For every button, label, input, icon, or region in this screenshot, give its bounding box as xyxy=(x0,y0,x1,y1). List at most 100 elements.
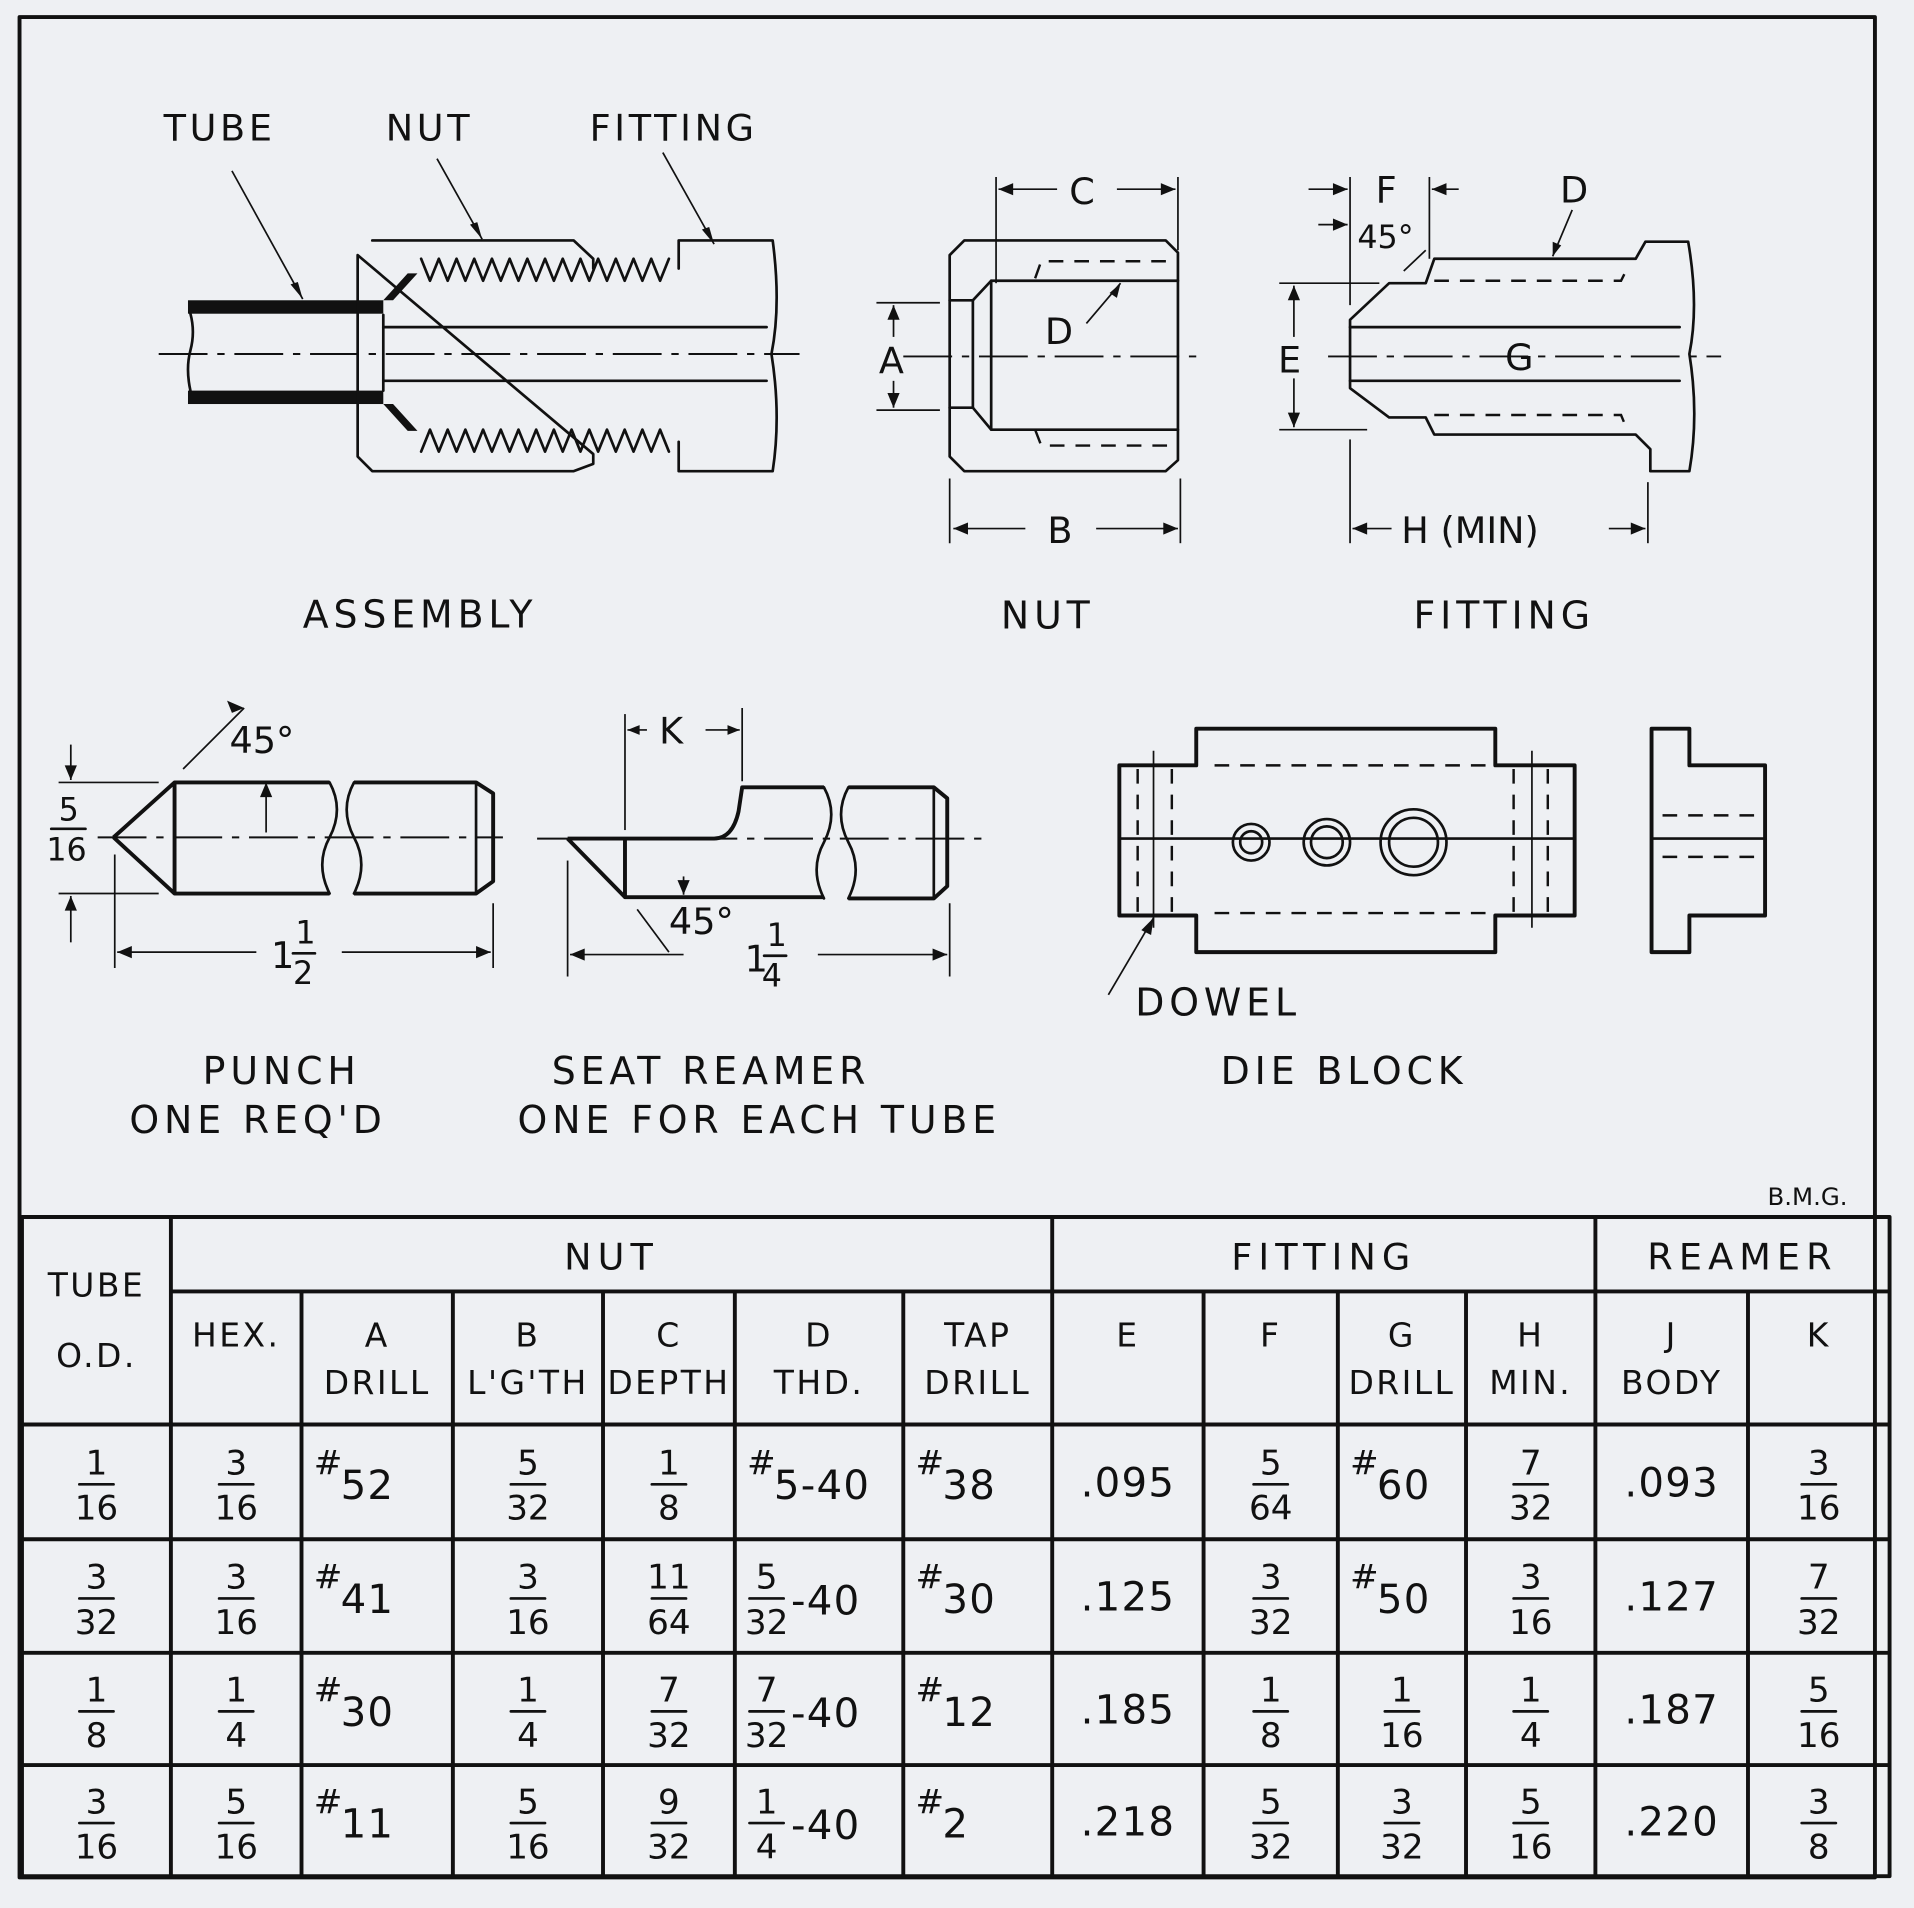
table-cell-denominator: 32 xyxy=(1380,1827,1423,1867)
nut-dim-c: C xyxy=(1069,170,1095,213)
table-cell-value: 60 xyxy=(1377,1463,1431,1509)
table-cell-denominator: 4 xyxy=(225,1716,247,1756)
table-cell-numerator: 7 xyxy=(658,1671,680,1711)
die-hole-medium xyxy=(1302,817,1352,867)
reamer-title: SEAT REAMER xyxy=(552,1049,871,1093)
table-cell-denominator: 32 xyxy=(745,1603,788,1643)
table-cell-value: 2 xyxy=(942,1802,969,1848)
table-cell-numerator: 1 xyxy=(1260,1671,1282,1711)
table-cell-numerator: 3 xyxy=(86,1558,108,1598)
die-block-callout-dowel: DOWEL xyxy=(1135,981,1301,1025)
table-cell-number-sign: # xyxy=(314,1782,343,1822)
table-cell-value: .218 xyxy=(1081,1799,1176,1845)
tube-wall-top xyxy=(187,300,384,314)
table-cell-denominator: 16 xyxy=(1797,1716,1840,1756)
fitting-title: FITTING xyxy=(1414,594,1595,638)
punch-len-den: 2 xyxy=(293,956,313,992)
table-col-header-8: F xyxy=(1260,1315,1281,1354)
table-cell-numerator: 1 xyxy=(756,1782,778,1822)
fitting-dim-f: F xyxy=(1376,169,1397,212)
table-cell-numerator: 1 xyxy=(1520,1671,1542,1711)
table-cell-value: .093 xyxy=(1624,1461,1719,1507)
fitting-dim-d: D xyxy=(1560,169,1588,212)
table-cell-denominator: 32 xyxy=(647,1716,690,1756)
table-cell-denominator: 4 xyxy=(1520,1716,1542,1756)
table-cell-thread-suffix: -40 xyxy=(791,1691,860,1737)
table-cell-denominator: 32 xyxy=(1509,1489,1552,1529)
callout-tube: TUBE xyxy=(163,106,276,149)
table-cell-denominator: 8 xyxy=(1260,1716,1282,1756)
table-cell-number-sign: # xyxy=(314,1558,343,1598)
table-cell-denominator: 16 xyxy=(75,1489,118,1529)
table-cell-numerator: 1 xyxy=(1391,1671,1413,1711)
table-group-nut: NUT xyxy=(564,1235,659,1278)
table-cell-numerator: 5 xyxy=(756,1558,778,1598)
table-cell-value: .095 xyxy=(1081,1461,1176,1507)
leader-tube xyxy=(231,170,304,300)
table-cell-numerator: 3 xyxy=(86,1782,108,1822)
table-cell-number-sign: # xyxy=(1350,1444,1379,1484)
fitting-view: G E F 45° D H (MIN) FITTING xyxy=(1278,169,1722,638)
die-block-title: DIE BLOCK xyxy=(1221,1049,1468,1093)
punch-dia-num: 5 xyxy=(59,792,79,828)
table-col-subheader-3: L'G'TH xyxy=(467,1363,589,1402)
table-cell-value: 41 xyxy=(341,1577,395,1623)
table-cell-denominator: 4 xyxy=(756,1827,778,1867)
reamer-dim-k: K xyxy=(659,709,684,752)
draftsman-initials: B.M.G. xyxy=(1768,1182,1848,1211)
table-cell-numerator: 5 xyxy=(517,1444,539,1484)
table-cell-numerator: 5 xyxy=(1808,1671,1830,1711)
table-header-tube: TUBE xyxy=(47,1265,145,1304)
table-cell-numerator: 7 xyxy=(1520,1444,1542,1484)
table-cell-denominator: 16 xyxy=(1509,1603,1552,1643)
table-cell-denominator: 32 xyxy=(75,1603,118,1643)
table-cell-numerator: 5 xyxy=(1260,1782,1282,1822)
table-cell-denominator: 8 xyxy=(1808,1827,1830,1867)
table-col-subheader-4: DEPTH xyxy=(607,1363,730,1402)
reamer-len-whole: 1 xyxy=(745,938,768,981)
table-col-subheader-5: THD. xyxy=(773,1363,865,1402)
punch-len-num: 1 xyxy=(295,916,315,952)
table-col-subheader-6: DRILL xyxy=(924,1363,1031,1402)
callout-fitting: FITTING xyxy=(590,106,758,149)
table-cell-numerator: 1 xyxy=(86,1671,108,1711)
nut-dim-a: A xyxy=(879,340,904,383)
table-col-subheader-2: DRILL xyxy=(324,1363,431,1402)
table-cell-value: 5-40 xyxy=(774,1463,870,1509)
table-cell-denominator: 16 xyxy=(75,1827,118,1867)
table-cell-value: 11 xyxy=(341,1802,395,1848)
table-cell-numerator: 5 xyxy=(1520,1782,1542,1822)
die-hole-small xyxy=(1231,822,1271,862)
fitting-angle: 45° xyxy=(1357,220,1413,256)
assembly-title: ASSEMBLY xyxy=(303,592,538,636)
table-col-header-2: A xyxy=(365,1315,390,1354)
table-cell-numerator: 1 xyxy=(658,1444,680,1484)
table-cell-denominator: 16 xyxy=(1380,1716,1423,1756)
table-cell-value: .185 xyxy=(1081,1688,1176,1734)
reamer-len-den: 4 xyxy=(762,958,782,994)
table-cell-denominator: 64 xyxy=(647,1603,690,1643)
table-cell-denominator: 4 xyxy=(517,1716,539,1756)
table-cell-number-sign: # xyxy=(314,1671,343,1711)
table-col-header-7: E xyxy=(1116,1315,1139,1354)
table-group-reamer: REAMER xyxy=(1647,1235,1837,1278)
reamer-subtitle: ONE FOR EACH TUBE xyxy=(518,1098,1002,1142)
table-cell-numerator: 3 xyxy=(1808,1782,1830,1822)
table-cell-numerator: 5 xyxy=(225,1782,247,1822)
table-cell-denominator: 64 xyxy=(1249,1489,1292,1529)
table-cell-number-sign: # xyxy=(1350,1558,1379,1598)
table-cell-numerator: 1 xyxy=(517,1671,539,1711)
table-cell-numerator: 3 xyxy=(1391,1782,1413,1822)
table-cell-denominator: 16 xyxy=(214,1827,257,1867)
table-cell-numerator: 3 xyxy=(1808,1444,1830,1484)
table-cell-denominator: 16 xyxy=(214,1489,257,1529)
table-col-header-10: H xyxy=(1517,1315,1544,1354)
nut-dim-b: B xyxy=(1047,509,1072,552)
table-cell-numerator: 3 xyxy=(225,1444,247,1484)
table-cell-number-sign: # xyxy=(747,1444,776,1484)
table-cell-denominator: 16 xyxy=(1509,1827,1552,1867)
table-cell-value: 30 xyxy=(341,1690,395,1736)
table-cell-denominator: 8 xyxy=(658,1489,680,1529)
punch-dia-den: 16 xyxy=(46,833,86,869)
